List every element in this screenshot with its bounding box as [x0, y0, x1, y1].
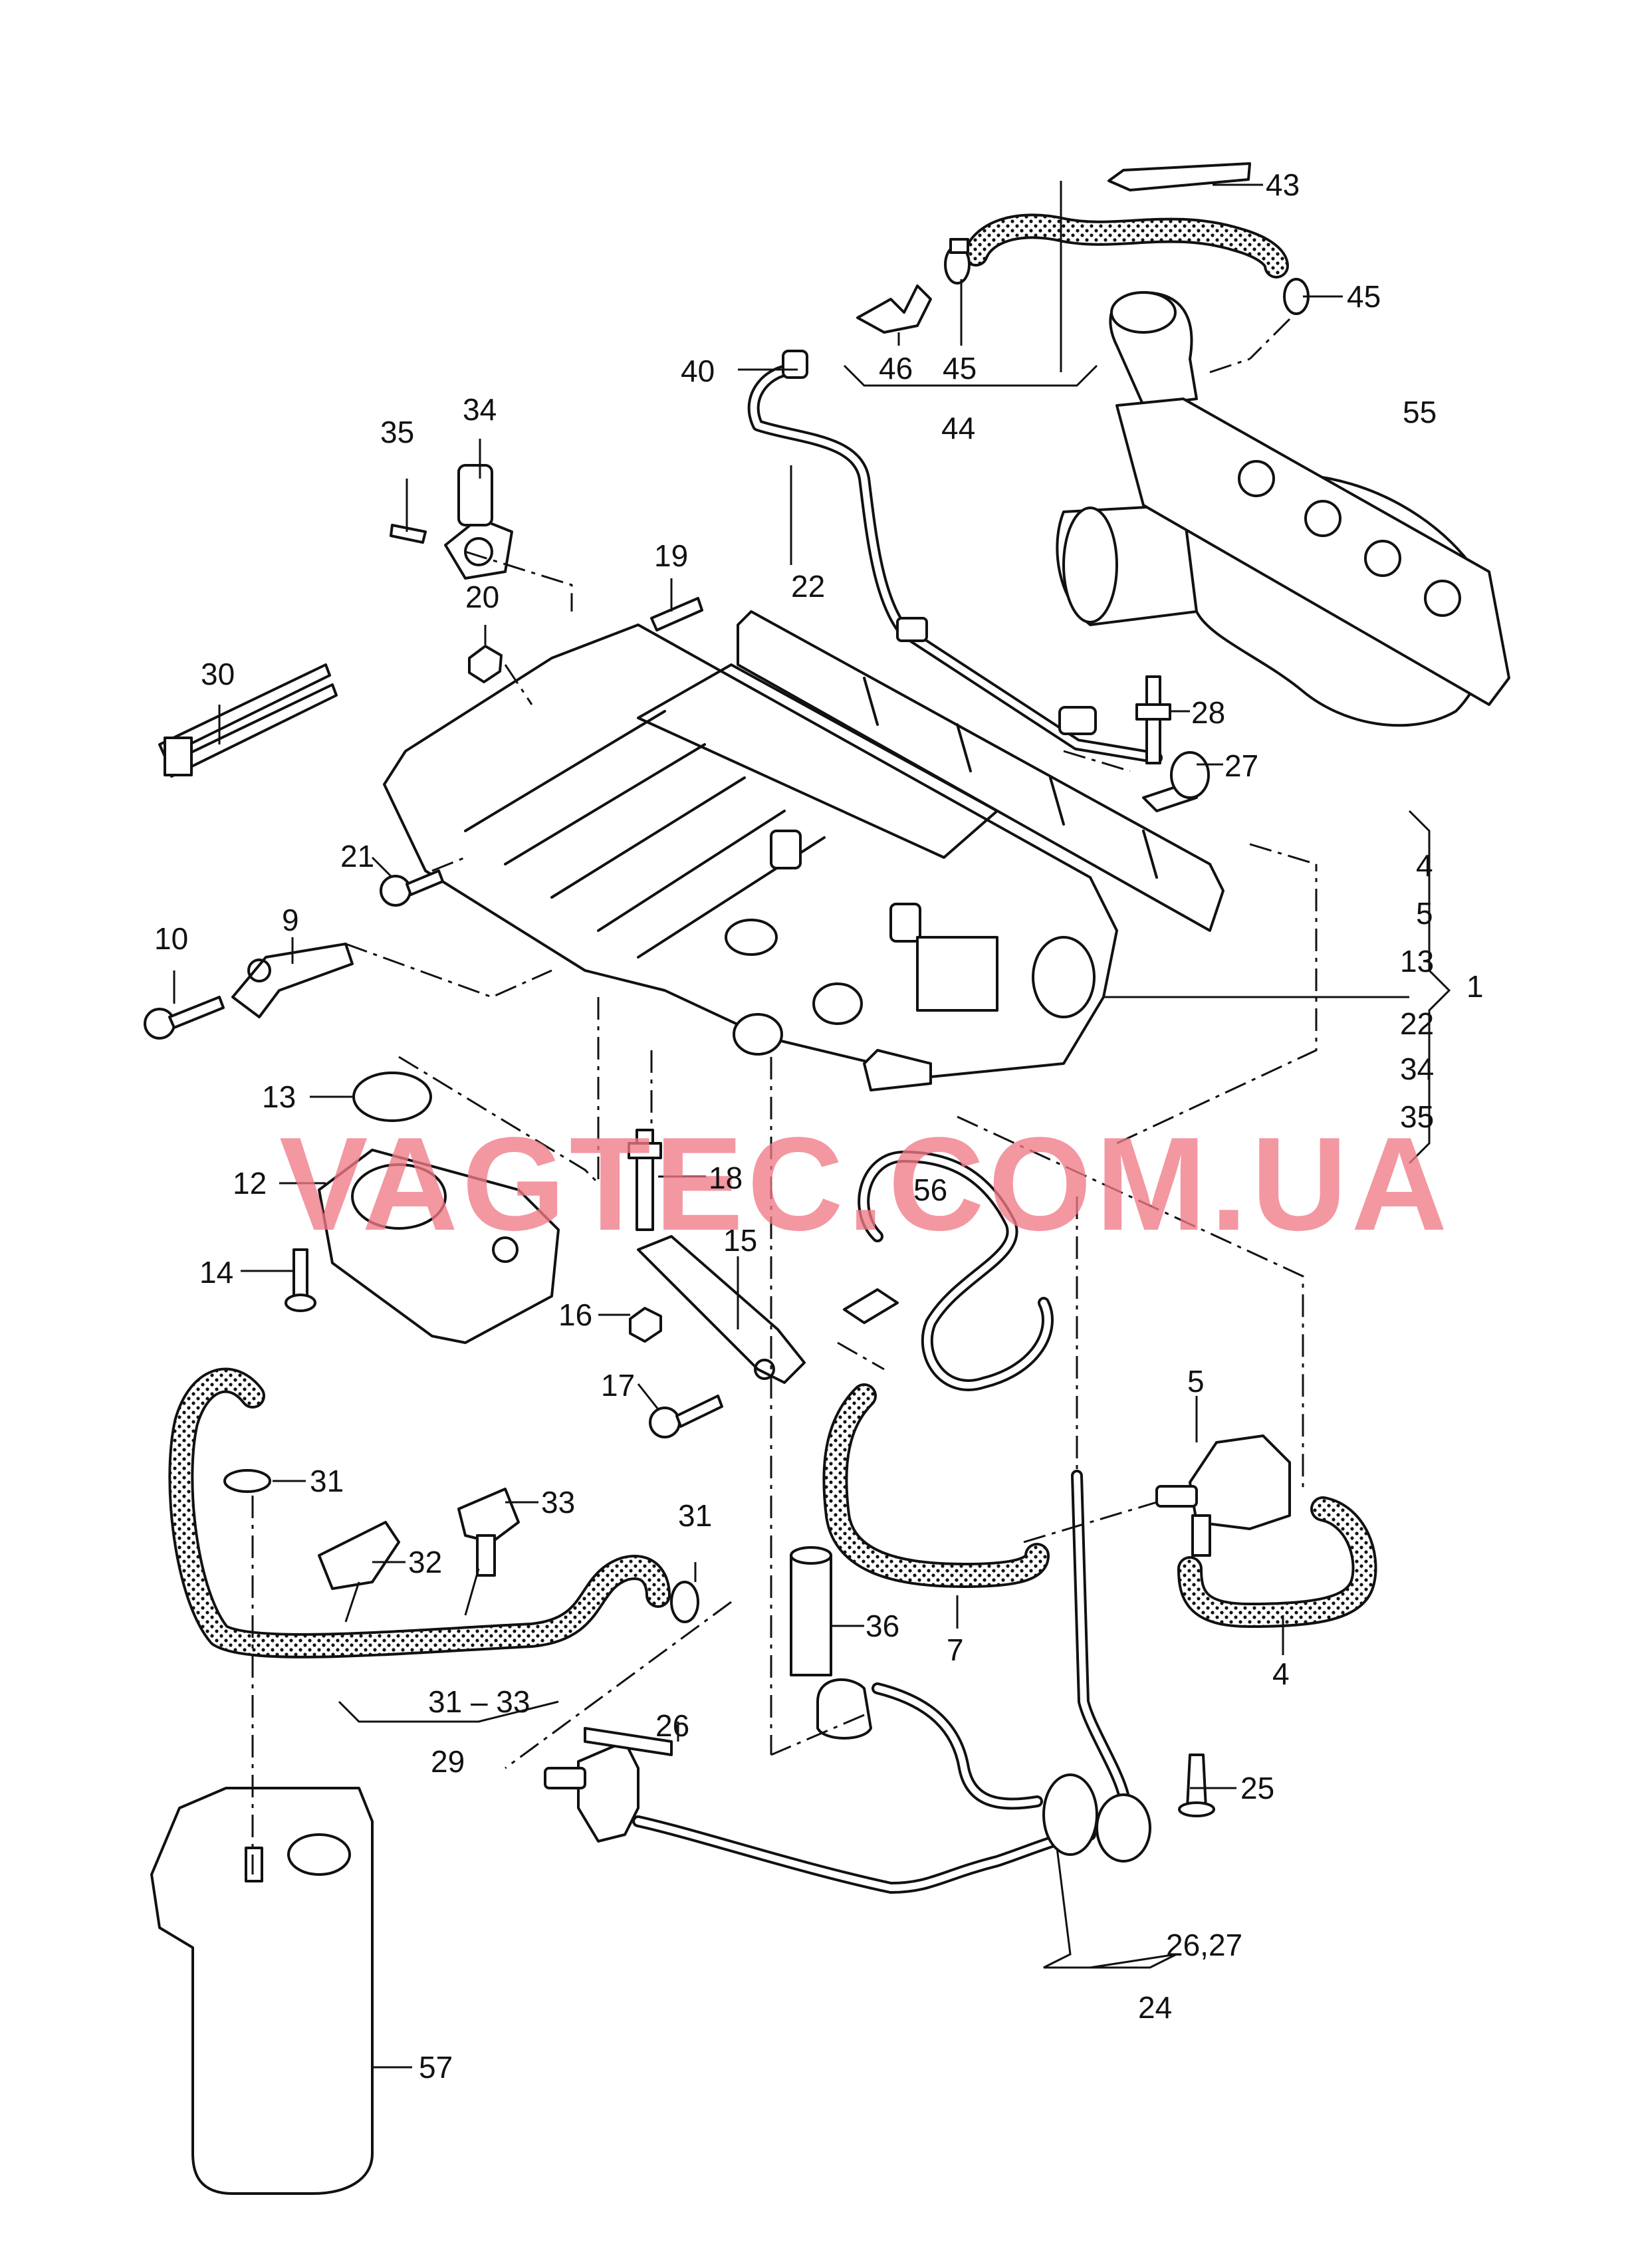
callout-26: 26	[655, 1708, 689, 1743]
connector-46	[856, 284, 932, 334]
callout-13: 13	[262, 1079, 296, 1114]
vacuum-line-lower	[632, 1470, 1129, 1894]
callout-45-right: 45	[1347, 279, 1381, 314]
screw-10	[144, 996, 225, 1040]
callout-24: 24	[1138, 1990, 1172, 2025]
callout-19: 19	[654, 538, 688, 573]
trim-strip-part	[1107, 162, 1251, 191]
screw-14	[285, 1248, 316, 1312]
cable-tie-30	[158, 663, 338, 778]
callout-22-list: 22	[1400, 1006, 1434, 1041]
stud-18	[628, 1129, 662, 1231]
nut-20	[468, 645, 503, 683]
charcoal-canister-57	[150, 1787, 374, 2195]
callout-35-top: 35	[380, 415, 414, 449]
holder-32	[318, 1521, 400, 1590]
callout-10: 10	[154, 921, 188, 956]
callout-4: 4	[1272, 1656, 1290, 1691]
callout-5: 5	[1187, 1364, 1205, 1399]
callout-56: 56	[913, 1173, 947, 1207]
callout-14: 14	[199, 1255, 233, 1290]
callout-16: 16	[558, 1298, 592, 1332]
callout-33: 33	[541, 1485, 575, 1520]
sensor-34	[444, 464, 513, 580]
clamp-45-left	[944, 238, 971, 284]
callout-36: 36	[866, 1609, 899, 1643]
valve-5	[1155, 1434, 1291, 1557]
throttle-body-12	[318, 1149, 560, 1344]
screw-21	[380, 869, 444, 907]
callout-43: 43	[1266, 168, 1300, 202]
assembly-lines	[251, 318, 1318, 1874]
callout-20: 20	[465, 580, 499, 614]
callout-7: 7	[947, 1633, 964, 1667]
turbocharger-part	[1056, 291, 1510, 727]
callout-34-top: 34	[463, 392, 497, 427]
solenoid-26	[544, 1727, 673, 1843]
vacuum-line-40	[747, 350, 1163, 764]
stud-bolt-28	[1135, 675, 1171, 764]
callout-40: 40	[681, 354, 715, 388]
callout-4-list: 4	[1416, 848, 1433, 883]
screw-35	[390, 524, 427, 544]
callout-21: 21	[340, 839, 374, 873]
watermark: VAGTEC.COM.UA	[279, 1110, 1451, 1258]
leader-lines	[173, 181, 1451, 2069]
screw-17	[649, 1395, 723, 1438]
callout-labels: 43 45 40 46 45 44 55 34 35 19 20 22 28 2…	[154, 168, 1484, 2085]
callout-32: 32	[408, 1545, 442, 1579]
gasket-part	[737, 610, 1224, 932]
callout-15: 15	[723, 1223, 757, 1258]
callout-17: 17	[601, 1368, 635, 1403]
callout-31-33: 31 – 33	[428, 1684, 530, 1719]
callout-13-list: 13	[1400, 944, 1434, 978]
callout-12: 12	[233, 1166, 267, 1200]
clip-33	[457, 1488, 520, 1577]
callout-44: 44	[941, 411, 975, 445]
callout-45-left: 45	[943, 351, 977, 386]
callout-35-list: 35	[1400, 1099, 1434, 1134]
callout-55: 55	[1403, 395, 1437, 429]
callout-27: 27	[1224, 748, 1258, 783]
callout-28: 28	[1191, 695, 1225, 730]
callout-29: 29	[431, 1744, 465, 1779]
bracket-15	[637, 1235, 806, 1384]
callout-57: 57	[419, 2050, 453, 2085]
clamp-31-right	[670, 1581, 699, 1623]
hose-29	[168, 1367, 671, 1658]
callout-5-list: 5	[1416, 896, 1433, 931]
callout-31-left: 31	[310, 1464, 344, 1498]
callout-9: 9	[282, 903, 299, 937]
callout-25: 25	[1240, 1771, 1274, 1805]
callout-34-list: 34	[1400, 1052, 1434, 1086]
hose-56	[843, 1151, 1054, 1391]
valve-assembly-24	[816, 1678, 1151, 1863]
callout-30: 30	[201, 657, 235, 691]
sensor-9	[231, 943, 354, 1018]
callout-1: 1	[1466, 969, 1484, 1004]
sleeve-36	[790, 1546, 832, 1676]
breather-hose-top	[963, 213, 1289, 279]
callout-31-right: 31	[678, 1498, 712, 1533]
stud-19	[650, 597, 703, 631]
callout-22-top: 22	[791, 569, 825, 604]
clamp-31-left	[223, 1469, 271, 1493]
screw-25	[1178, 1754, 1215, 1817]
callout-26-27: 26,27	[1166, 1928, 1242, 1962]
callout-46: 46	[879, 351, 913, 386]
nut-16	[629, 1307, 662, 1343]
hose-4	[1177, 1496, 1377, 1628]
hose-7	[822, 1383, 1050, 1588]
callout-18: 18	[709, 1161, 743, 1195]
intake-manifold-part	[383, 624, 1118, 1091]
